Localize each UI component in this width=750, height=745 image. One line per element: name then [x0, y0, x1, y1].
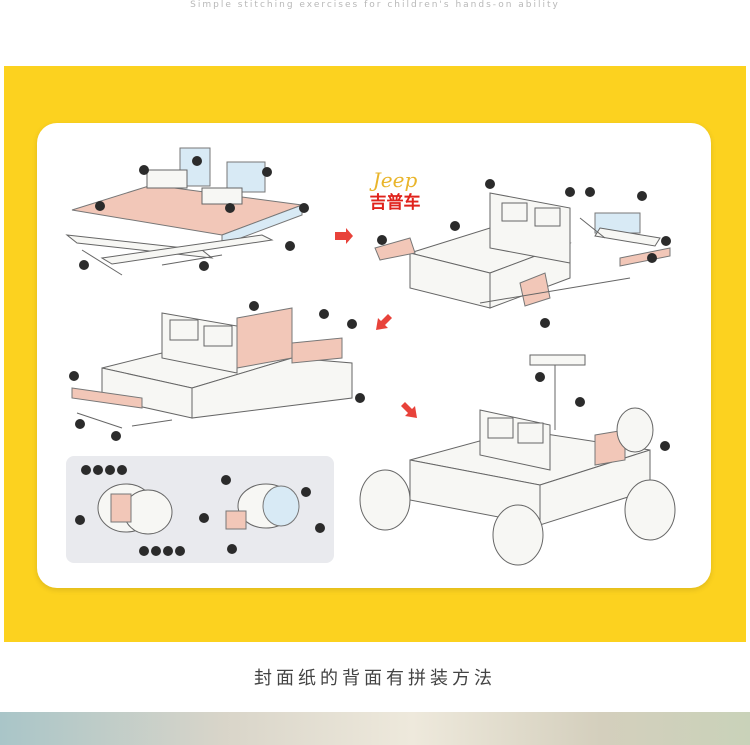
- step-3-diagram: [69, 301, 365, 441]
- arrow-down-right-icon: [401, 402, 417, 418]
- wheel-diagrams: [75, 465, 325, 556]
- step-4-diagram: [359, 354, 676, 566]
- caption: 封面纸的背面有拼装方法: [254, 668, 496, 689]
- brand-name-chinese: 吉普车: [369, 193, 421, 213]
- brand-name-english: Jeep: [372, 168, 418, 192]
- arrow-down-left-icon: [376, 314, 392, 330]
- arrow-right-icon: [335, 228, 353, 244]
- photo-strip: [0, 712, 750, 745]
- brand-label: Jeep 吉普车: [350, 168, 440, 214]
- step-1-diagram: [65, 147, 309, 276]
- step-2-diagram: [374, 179, 671, 328]
- tagline: Simple stitching exercises for children'…: [190, 0, 560, 10]
